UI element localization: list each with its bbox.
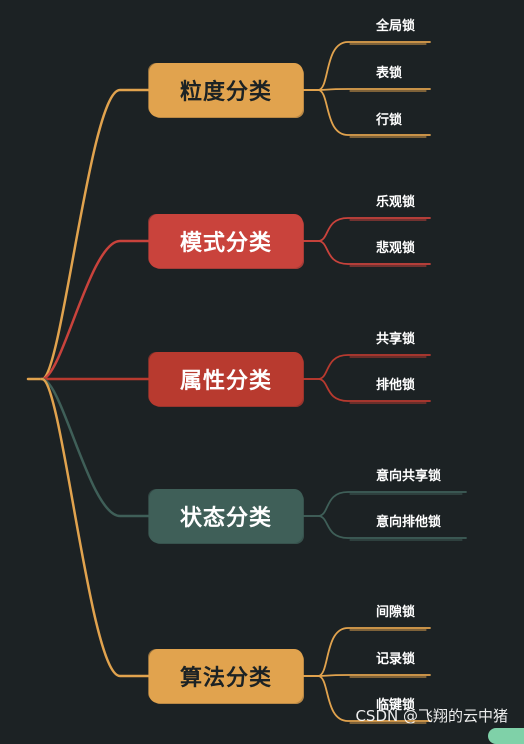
category-mode: 模式分类 xyxy=(150,215,302,267)
leaf-table-lock: 表锁 xyxy=(376,66,403,81)
category-attribute: 属性分类 xyxy=(150,353,302,405)
leaf-shared-lock: 共享锁 xyxy=(376,332,416,347)
category-algorithm: 算法分类 xyxy=(150,650,302,702)
corner-tab xyxy=(488,728,524,744)
leaf-gap-lock: 间隙锁 xyxy=(376,605,416,620)
branch-line xyxy=(40,377,152,518)
leaf-connector-line xyxy=(301,240,431,265)
leaf-connector-line xyxy=(301,41,431,91)
category-label: 状态分类 xyxy=(179,506,272,531)
leaf-connector-line xyxy=(301,515,467,539)
leaf-intent-exclusive-lock: 意向排他锁 xyxy=(376,515,442,530)
leaf-connector-line xyxy=(301,378,431,402)
leaf-optimistic-lock: 乐观锁 xyxy=(376,195,416,210)
leaf-connector-line xyxy=(301,89,431,136)
leaf-connector-line xyxy=(301,88,431,91)
leaf-connector-line xyxy=(301,674,431,677)
branch-line xyxy=(40,377,152,678)
leaf-global-lock: 全局锁 xyxy=(376,19,416,34)
leaf-connector-line xyxy=(301,675,431,722)
leaf-intent-shared-lock: 意向共享锁 xyxy=(376,469,442,484)
leaf-exclusive-lock: 排他锁 xyxy=(376,378,416,393)
branch-line xyxy=(40,88,152,381)
leaf-pessimistic-lock: 悲观锁 xyxy=(376,241,416,256)
leaf-record-lock: 记录锁 xyxy=(376,652,416,667)
category-label: 算法分类 xyxy=(179,666,272,691)
category-label: 模式分类 xyxy=(179,231,272,256)
category-state: 状态分类 xyxy=(150,490,302,542)
leaf-row-lock: 行锁 xyxy=(376,113,403,128)
category-granularity: 粒度分类 xyxy=(150,64,302,116)
leaf-next-key-lock: 临键锁 xyxy=(376,698,416,713)
category-label: 粒度分类 xyxy=(179,80,272,105)
watermark: CSDN @飞翔的云中猪 xyxy=(355,707,508,725)
branch-line xyxy=(40,239,152,381)
category-label: 属性分类 xyxy=(179,369,272,394)
